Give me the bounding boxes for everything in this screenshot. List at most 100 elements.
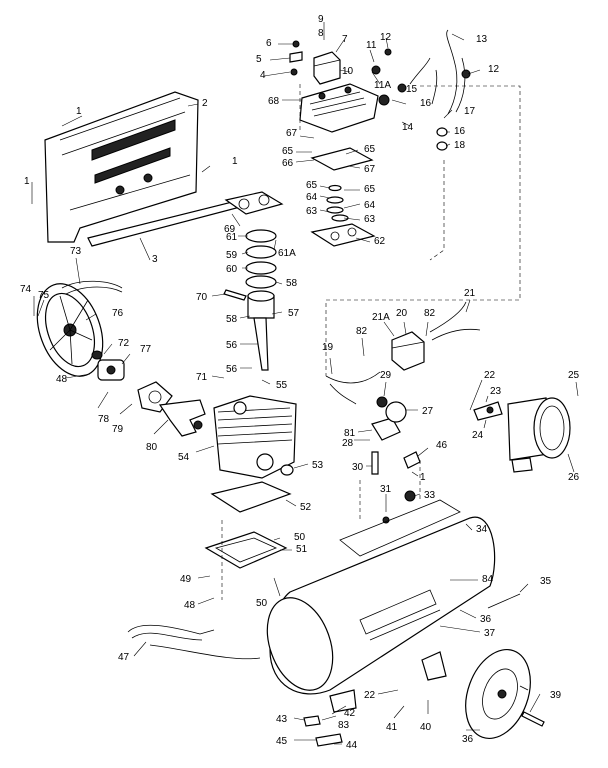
part-label: 48	[56, 374, 68, 385]
part-label: 1	[24, 176, 30, 187]
assembly-lines	[221, 84, 521, 600]
part-label: 7	[342, 34, 348, 45]
tank-foot	[329, 651, 447, 713]
part-label: 50	[294, 532, 306, 543]
part-label: 63	[364, 214, 376, 225]
electric-motor	[507, 397, 571, 473]
part-label: 84	[482, 574, 494, 585]
part-label: 66	[282, 158, 294, 169]
part-label: 65	[364, 184, 376, 195]
part-label: 58	[226, 314, 238, 325]
part-label: 62	[374, 236, 386, 247]
part-label: 81	[344, 428, 356, 439]
part-label: 4	[260, 70, 266, 81]
part-label: 35	[540, 576, 552, 587]
part-label: 64	[306, 192, 318, 203]
part-label: 82	[424, 308, 436, 319]
part-label: 56	[226, 364, 238, 375]
discharge-tubes	[409, 29, 471, 151]
part-label: 64	[364, 200, 376, 211]
motor-pulley	[473, 401, 503, 421]
part-label: 46	[436, 440, 448, 451]
part-label: 70	[196, 292, 208, 303]
part-label: 33	[424, 490, 436, 501]
part-label: 54	[178, 452, 190, 463]
part-label: 45	[276, 736, 288, 747]
part-label: 14	[402, 122, 414, 133]
part-label: 69	[224, 224, 236, 235]
part-label: 11	[366, 40, 377, 51]
part-label: 50	[256, 598, 268, 609]
leader-lines	[31, 22, 579, 745]
part-label: 36	[480, 614, 492, 625]
part-label: 6	[266, 38, 272, 49]
small-pulley	[91, 350, 125, 381]
flywheel-pulley	[36, 283, 104, 377]
part-label: 79	[112, 424, 124, 435]
part-label: 22	[484, 370, 496, 381]
part-number-labels: 1 2 1 1 3 4 5 6 7 8 9 10 11 11A 12 12 13…	[20, 14, 580, 751]
part-label: 49	[180, 574, 192, 585]
part-label: 11A	[374, 80, 391, 91]
part-label: 68	[268, 96, 280, 107]
part-label: 9	[318, 14, 324, 25]
part-label: 52	[300, 502, 312, 513]
part-label: 71	[196, 372, 208, 383]
part-label: 3	[152, 254, 158, 265]
part-label: 37	[484, 628, 496, 639]
valve-reeds	[326, 184, 349, 222]
part-label: 61A	[278, 248, 296, 259]
part-label: 63	[306, 206, 318, 217]
part-label: 56	[226, 340, 238, 351]
part-label: 25	[568, 370, 580, 381]
part-label: 29	[380, 370, 392, 381]
misc-screws	[303, 593, 521, 747]
piston	[247, 290, 275, 371]
part-label: 51	[296, 544, 308, 555]
part-label: 26	[568, 472, 580, 483]
crankshaft	[158, 399, 206, 437]
part-label: 17	[464, 106, 476, 117]
part-label: 55	[276, 380, 288, 391]
part-label: 43	[276, 714, 288, 725]
part-label: 21	[464, 288, 476, 299]
part-label: 65	[282, 146, 294, 157]
part-label: 82	[356, 326, 368, 337]
part-label: 10	[342, 66, 354, 77]
wrist-pin	[223, 289, 247, 301]
part-label: 74	[20, 284, 32, 295]
part-label: 42	[344, 708, 356, 719]
part-label: 61	[226, 232, 238, 243]
part-label: 8	[318, 28, 324, 39]
part-label: 31	[380, 484, 392, 495]
part-label: 34	[476, 524, 488, 535]
wheel	[465, 648, 531, 740]
part-label: 12	[380, 32, 392, 43]
unloader-block	[313, 51, 341, 85]
part-label: 80	[146, 442, 158, 453]
part-label: 76	[112, 308, 124, 319]
part-label: 47	[118, 652, 130, 663]
part-label: 23	[490, 386, 502, 397]
part-label: 36	[462, 734, 474, 745]
part-label: 1	[232, 156, 238, 167]
part-label: 73	[70, 246, 82, 257]
part-label: 12	[488, 64, 500, 75]
check-fittings	[289, 40, 407, 106]
axle-bolt	[519, 685, 545, 727]
part-label: 15	[406, 84, 418, 95]
part-label: 20	[396, 308, 408, 319]
part-label: 53	[312, 460, 324, 471]
part-label: 77	[140, 344, 152, 355]
part-label: 30	[352, 462, 364, 473]
pump-crankcase	[213, 395, 297, 479]
cylinder-head	[299, 83, 379, 133]
part-label: 44	[346, 740, 358, 751]
part-label: 1	[420, 472, 426, 483]
part-label: 75	[38, 290, 50, 301]
part-label: 67	[286, 128, 298, 139]
part-label: 67	[364, 164, 376, 175]
part-label: 59	[226, 250, 238, 261]
head-gasket	[310, 147, 374, 171]
